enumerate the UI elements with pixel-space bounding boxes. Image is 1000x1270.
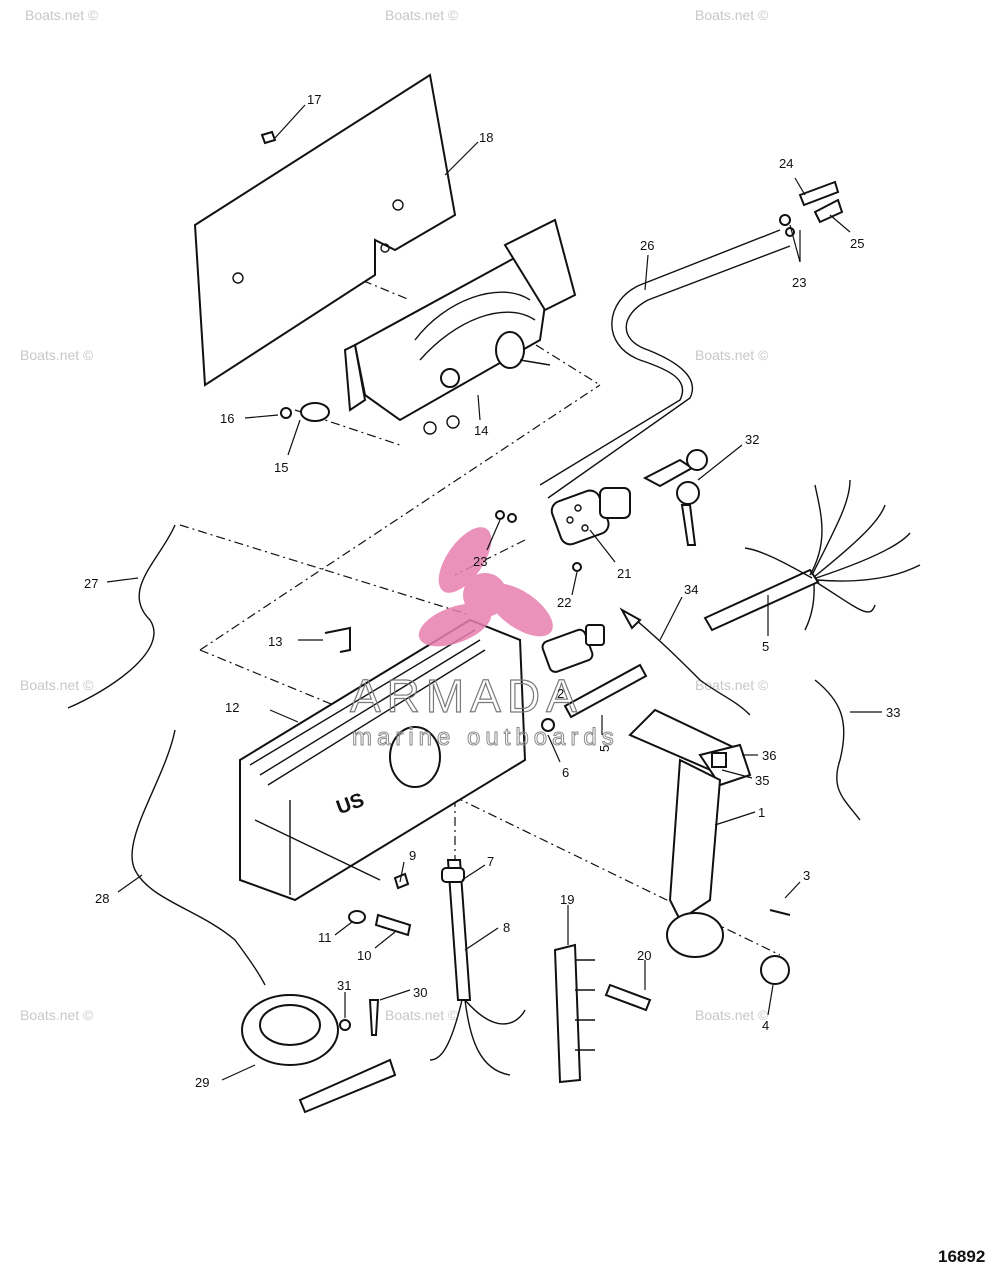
callout-32: 32 bbox=[745, 432, 759, 447]
callout-labels: 17 18 14 15 16 26 24 25 23 32 21 22 23 3… bbox=[84, 92, 900, 1090]
callout-19: 19 bbox=[560, 892, 574, 907]
callout-22: 22 bbox=[557, 595, 571, 610]
part-23-washer bbox=[495, 510, 505, 520]
callout-36: 36 bbox=[762, 748, 776, 763]
callout-16: 16 bbox=[220, 411, 234, 426]
part-22-nut bbox=[572, 562, 582, 572]
part-19-terminal-block bbox=[553, 943, 595, 1084]
part-1-control-handle bbox=[628, 708, 752, 958]
callout-23: 23 bbox=[792, 275, 806, 290]
part-25-cable-end bbox=[813, 198, 844, 224]
brand-name: ARMADA bbox=[350, 670, 583, 722]
callout-24: 24 bbox=[779, 156, 793, 171]
part-13-clip bbox=[324, 626, 351, 653]
part-15-clip bbox=[300, 402, 330, 422]
callout-18: 18 bbox=[479, 130, 493, 145]
watermark: Boats.net © bbox=[20, 677, 94, 693]
watermark: Boats.net © bbox=[385, 7, 459, 23]
callout-10: 10 bbox=[357, 948, 371, 963]
watermark: Boats.net © bbox=[20, 1007, 94, 1023]
callout-31: 31 bbox=[337, 978, 351, 993]
part-3-pin bbox=[769, 909, 791, 916]
callout-34: 34 bbox=[684, 582, 698, 597]
part-24-cable-end bbox=[798, 180, 840, 207]
callout-7: 7 bbox=[487, 854, 494, 869]
callout-1: 1 bbox=[758, 805, 765, 820]
part-31-nut bbox=[339, 1019, 351, 1031]
part-20-bolt bbox=[604, 983, 652, 1012]
callout-9: 9 bbox=[409, 848, 416, 863]
callout-23: 23 bbox=[473, 554, 487, 569]
callout-4: 4 bbox=[762, 1018, 769, 1033]
callout-29: 29 bbox=[195, 1075, 209, 1090]
part-28-wire bbox=[131, 729, 266, 986]
part-23-washer bbox=[507, 513, 517, 523]
callout-8: 8 bbox=[503, 920, 510, 935]
callout-13: 13 bbox=[268, 634, 282, 649]
callout-6: 6 bbox=[562, 765, 569, 780]
part-21-ignition-switch bbox=[550, 487, 631, 546]
watermark: Boats.net © bbox=[25, 7, 99, 23]
callout-33: 33 bbox=[886, 705, 900, 720]
part-11-washer bbox=[348, 910, 366, 924]
callout-17: 17 bbox=[307, 92, 321, 107]
part-32-keys bbox=[642, 449, 708, 546]
leader-lines bbox=[106, 104, 882, 1081]
propeller-logo-icon bbox=[418, 527, 553, 647]
callout-35: 35 bbox=[755, 773, 769, 788]
watermark: Boats.net © bbox=[20, 347, 94, 363]
callout-3: 3 bbox=[803, 868, 810, 883]
callout-25: 25 bbox=[850, 236, 864, 251]
part-16-nut bbox=[280, 407, 292, 419]
watermark: Boats.net © bbox=[695, 1007, 769, 1023]
part-18-mounting-plate bbox=[193, 73, 457, 387]
part-34-lanyard bbox=[629, 614, 751, 716]
callout-5: 5 bbox=[762, 639, 769, 654]
watermark: Boats.net © bbox=[695, 7, 769, 23]
callout-21: 21 bbox=[617, 566, 631, 581]
watermark: Boats.net © bbox=[695, 347, 769, 363]
part-27-wire bbox=[67, 524, 176, 709]
part-29-horn bbox=[241, 994, 397, 1114]
watermark: Boats.net © bbox=[385, 1007, 459, 1023]
part-8-wiring-tube bbox=[429, 859, 526, 1076]
part-10-bolt bbox=[374, 913, 412, 937]
part-26-control-cables bbox=[539, 229, 791, 499]
part-6-washer bbox=[541, 718, 555, 732]
callout-2: 2 bbox=[557, 686, 564, 701]
callout-26: 26 bbox=[640, 238, 654, 253]
callout-14: 14 bbox=[474, 423, 488, 438]
part-12-control-box: US bbox=[239, 618, 527, 902]
callout-15: 15 bbox=[274, 460, 288, 475]
callout-5: 5 bbox=[597, 745, 612, 752]
part-23-nut bbox=[779, 214, 791, 226]
callout-11: 11 bbox=[318, 930, 332, 945]
callout-12: 12 bbox=[225, 700, 239, 715]
callout-30: 30 bbox=[413, 985, 427, 1000]
part-30-screw bbox=[368, 999, 380, 1036]
brand-tagline: marine outboards bbox=[352, 724, 619, 751]
part-34-clip bbox=[619, 607, 642, 630]
part-5-wire-harness bbox=[703, 479, 921, 632]
callout-28: 28 bbox=[95, 891, 109, 906]
part-17-screw bbox=[260, 130, 277, 145]
armada-logo: ARMADA marine outboards bbox=[349, 527, 619, 752]
part-4-knob bbox=[760, 955, 790, 985]
part-5-sleeve bbox=[563, 663, 648, 719]
part-14-control-mechanism bbox=[343, 218, 577, 435]
callout-20: 20 bbox=[637, 948, 651, 963]
part-2-switch bbox=[541, 624, 605, 673]
figure-number: 16892 bbox=[938, 1247, 985, 1266]
callout-27: 27 bbox=[84, 576, 98, 591]
part-33-wire bbox=[814, 679, 861, 821]
